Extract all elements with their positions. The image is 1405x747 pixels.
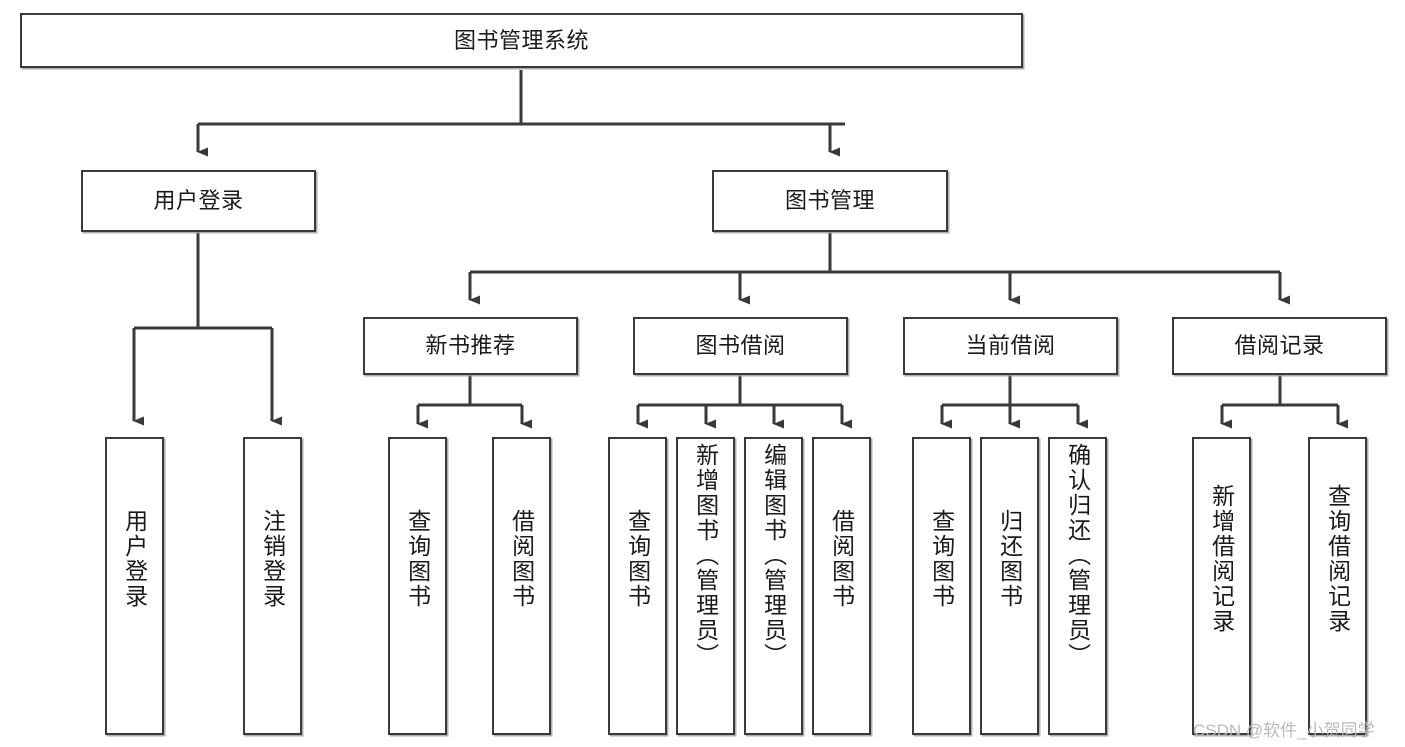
leaf-user-login-login[interactable]: 用户登录: [105, 437, 164, 735]
leaf-book-borrow-query-label: 查询图书: [624, 509, 651, 609]
node-new-book-recommend[interactable]: 新书推荐: [363, 317, 578, 375]
leaf-book-borrow-add[interactable]: 新增图书（管理员）: [676, 437, 735, 735]
node-user-login[interactable]: 用户登录: [81, 170, 316, 232]
leaf-new-book-query[interactable]: 查询图书: [388, 437, 447, 735]
leaf-borrow-record-add-label: 新增借阅记录: [1208, 484, 1235, 634]
leaf-book-borrow-query[interactable]: 查询图书: [608, 437, 667, 735]
node-borrow-record[interactable]: 借阅记录: [1172, 317, 1387, 375]
leaf-book-borrow-borrow-label: 借阅图书: [828, 509, 855, 609]
leaf-new-book-borrow[interactable]: 借阅图书: [492, 437, 551, 735]
leaf-borrow-record-query[interactable]: 查询借阅记录: [1308, 437, 1367, 735]
node-root-label: 图书管理系统: [453, 27, 589, 53]
node-borrow-record-label: 借阅记录: [1234, 333, 1325, 359]
node-book-borrow[interactable]: 图书借阅: [633, 317, 848, 375]
leaf-user-login-login-label: 用户登录: [121, 509, 148, 609]
leaf-book-borrow-edit[interactable]: 编辑图书（管理员）: [744, 437, 803, 735]
node-current-borrow-label: 当前借阅: [965, 333, 1056, 359]
node-new-book-recommend-label: 新书推荐: [425, 333, 516, 359]
node-book-management-label: 图书管理: [784, 188, 875, 214]
leaf-book-borrow-add-label: 新增图书（管理员）: [692, 443, 719, 668]
leaf-new-book-borrow-label: 借阅图书: [508, 509, 535, 609]
leaf-current-borrow-query-label: 查询图书: [928, 509, 955, 609]
leaf-new-book-query-label: 查询图书: [404, 509, 431, 609]
leaf-user-login-logout[interactable]: 注销登录: [243, 437, 302, 735]
leaf-current-borrow-confirm-return-label: 确认归还（管理员）: [1064, 443, 1091, 668]
node-root-library-system[interactable]: 图书管理系统: [20, 13, 1023, 68]
node-user-login-label: 用户登录: [153, 188, 244, 214]
leaf-current-borrow-query[interactable]: 查询图书: [912, 437, 971, 735]
node-book-management[interactable]: 图书管理: [712, 170, 948, 232]
leaf-book-borrow-edit-label: 编辑图书（管理员）: [760, 443, 787, 668]
node-current-borrow[interactable]: 当前借阅: [903, 317, 1118, 375]
leaf-current-borrow-return-label: 归还图书: [996, 509, 1023, 609]
leaf-current-borrow-confirm-return[interactable]: 确认归还（管理员）: [1048, 437, 1107, 735]
leaf-user-login-logout-label: 注销登录: [259, 509, 286, 609]
leaf-current-borrow-return[interactable]: 归还图书: [980, 437, 1039, 735]
leaf-borrow-record-add[interactable]: 新增借阅记录: [1192, 437, 1251, 735]
leaf-borrow-record-query-label: 查询借阅记录: [1324, 484, 1351, 634]
node-book-borrow-label: 图书借阅: [695, 333, 786, 359]
leaf-book-borrow-borrow[interactable]: 借阅图书: [812, 437, 871, 735]
